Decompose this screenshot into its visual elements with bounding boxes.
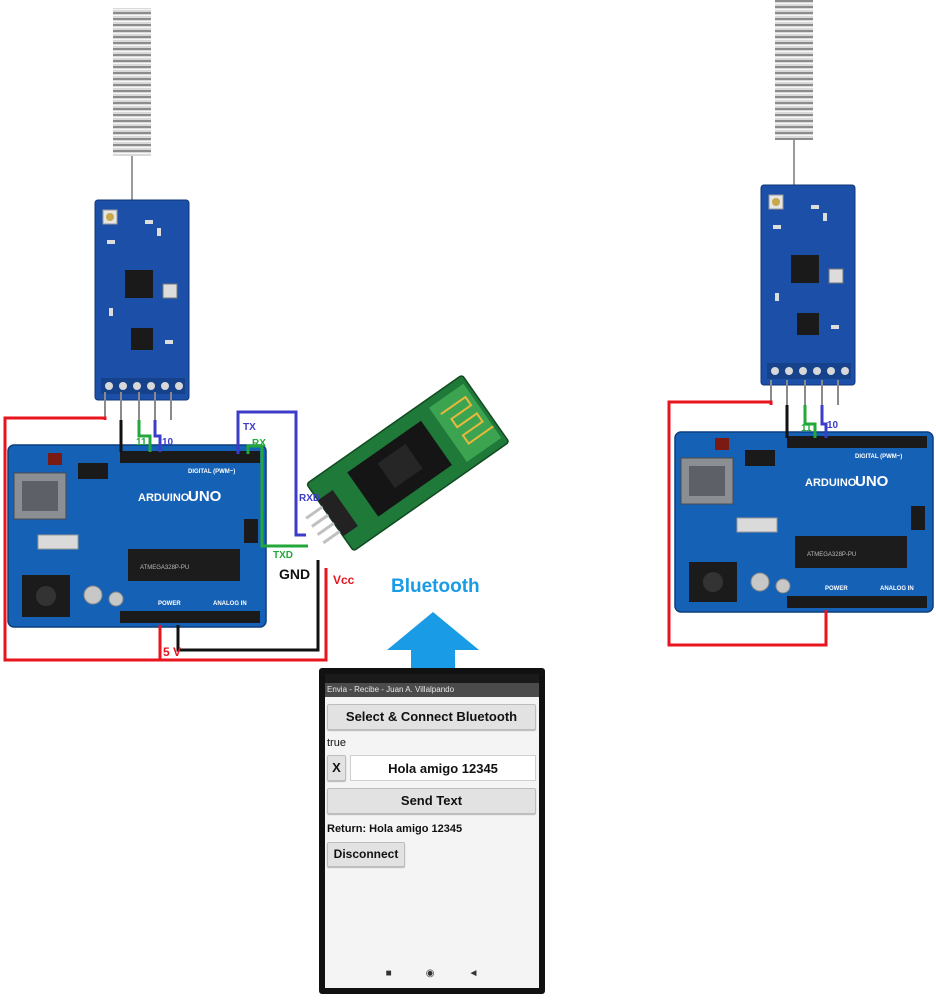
pin-11-label-right: 11 — [801, 423, 812, 434]
return-text: Return: Hola amigo 12345 — [327, 823, 463, 835]
radio-module-left — [94, 199, 190, 401]
analog-header-text: ANALOG IN — [880, 586, 914, 592]
wire-5v-red — [3, 416, 328, 662]
wire-11-green — [137, 420, 152, 452]
arduino-brand-text: ARDUINO — [138, 492, 190, 504]
arduino-brand-text: ARDUINO — [805, 477, 857, 489]
antenna-left — [113, 8, 151, 200]
rx-label: RX — [252, 438, 266, 449]
bluetooth-label: Bluetooth — [391, 576, 480, 597]
arduino-uno-right: ARDUINO UNO DIGITAL (PWM~) POWER ANALOG … — [674, 431, 934, 613]
digital-header-text: DIGITAL (PWM~) — [855, 454, 902, 460]
chip-text: ATMEGA328P-PU — [140, 565, 189, 571]
up-arrow — [387, 612, 479, 670]
phone-screen: Envia - Recibe - Juan A. Villalpando Sel… — [325, 674, 539, 988]
wire-11-green-right — [803, 405, 817, 438]
disconnect-button[interactable]: Disconnect — [327, 842, 405, 867]
message-input[interactable] — [350, 755, 536, 781]
radio-pins-left — [104, 392, 172, 420]
arduino-model-text: UNO — [855, 473, 889, 490]
wire-tx-blue — [236, 410, 306, 537]
pin-10-label-right: 10 — [827, 420, 839, 431]
app-title: Envia - Recibe - Juan A. Villalpando — [325, 683, 539, 697]
arduino-uno-left: ARDUINO UNO DIGITAL (PWM~) POWER ANALOG … — [7, 444, 267, 628]
antenna-right — [775, 0, 813, 185]
nav-bar: ■ ◉ ◄ — [325, 958, 539, 988]
arduino-model-text: UNO — [188, 488, 222, 505]
analog-header-text: ANALOG IN — [213, 601, 247, 607]
tx-label: TX — [243, 422, 256, 433]
wire-10-blue — [153, 420, 162, 452]
recent-apps-icon[interactable]: ■ — [385, 967, 392, 979]
wire-5v-red-right — [667, 400, 828, 647]
chip-text: ATMEGA328P-PU — [807, 552, 856, 558]
power-header-text: POWER — [825, 586, 848, 592]
vcc-label: Vcc — [333, 573, 355, 587]
clear-button[interactable]: X — [327, 755, 346, 781]
send-text-button[interactable]: Send Text — [327, 788, 536, 814]
connection-status-text: true — [327, 737, 346, 749]
five-v-label: 5 V — [163, 645, 182, 659]
wires-left — [3, 410, 328, 662]
select-connect-bluetooth-button[interactable]: Select & Connect Bluetooth — [327, 704, 536, 730]
power-header-text: POWER — [158, 601, 181, 607]
digital-header-text: DIGITAL (PWM~) — [188, 469, 235, 475]
wire-rx-green — [246, 444, 308, 548]
phone: Envia - Recibe - Juan A. Villalpando Sel… — [319, 668, 545, 994]
home-icon[interactable]: ◉ — [425, 967, 435, 979]
pin-11-label-left: 11 — [136, 437, 147, 448]
radio-module-right — [760, 184, 856, 386]
wires-right — [667, 400, 828, 647]
wire-10-blue-right — [820, 405, 828, 438]
status-bar — [325, 674, 539, 683]
pin-10-label-left: 10 — [162, 437, 174, 448]
back-icon[interactable]: ◄ — [468, 967, 479, 979]
txd-label: TXD — [273, 550, 293, 561]
gnd-label: GND — [279, 566, 311, 582]
bluetooth-module — [305, 375, 509, 551]
wire-gnd-black-bt — [176, 560, 320, 652]
radio-pins-right — [770, 380, 839, 405]
rxd-label: RXD — [299, 493, 321, 504]
